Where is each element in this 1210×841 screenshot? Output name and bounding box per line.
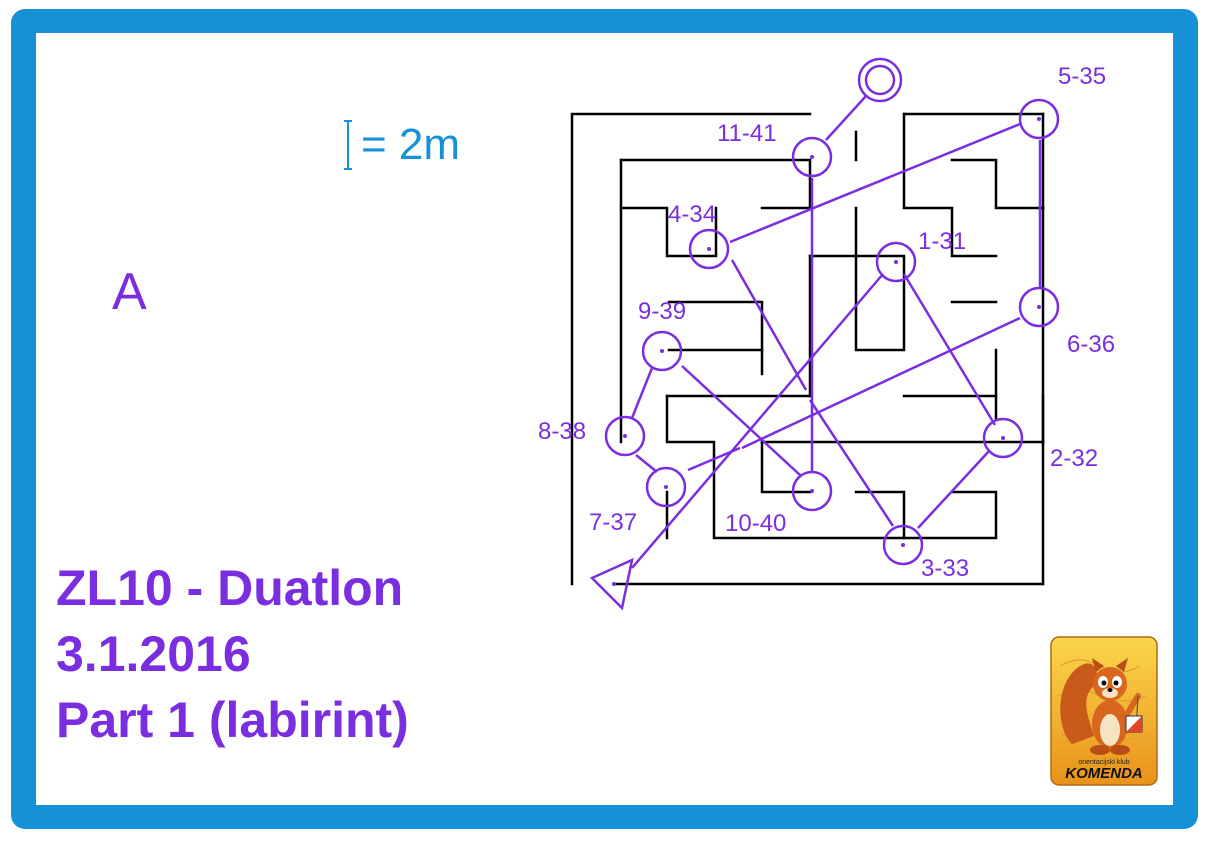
control-circles — [604, 98, 1060, 566]
finish-circle-icon — [857, 57, 903, 103]
event-part: Part 1 (labirint) — [56, 692, 409, 748]
control-circle-5 — [1018, 98, 1060, 140]
labyrinth-walls — [570, 112, 1045, 586]
control-circle-6 — [1018, 286, 1060, 328]
course-letter: A — [112, 263, 147, 321]
control-circle-11 — [791, 136, 833, 178]
scale-label: = 2m — [361, 120, 461, 169]
control-label-8: 8-38 — [538, 418, 586, 445]
control-circle-8 — [604, 415, 646, 457]
control-label-3: 3-33 — [921, 555, 969, 582]
control-label-6: 6-36 — [1067, 331, 1115, 358]
logo-club-name: KOMENDA — [1065, 765, 1143, 782]
control-circle-1 — [875, 241, 917, 283]
control-circle-2 — [982, 417, 1024, 459]
control-label-11: 11-41 — [717, 120, 777, 147]
control-label-7: 7-37 — [589, 509, 637, 536]
course-lines — [589, 57, 1042, 611]
control-circle-7 — [645, 466, 687, 508]
control-label-5: 5-35 — [1058, 63, 1106, 90]
scale-indicator: = 2m — [343, 118, 460, 172]
control-circle-3 — [882, 524, 924, 566]
control-label-4: 4-34 — [668, 201, 716, 228]
event-title: ZL10 - Duatlon — [56, 560, 404, 616]
control-circle-10 — [791, 470, 833, 512]
map-sheet — [36, 33, 1173, 805]
start-triangle-icon — [589, 557, 634, 611]
control-circle-9 — [641, 330, 683, 372]
scale-bar-icon — [344, 120, 352, 170]
control-label-2: 2-32 — [1050, 445, 1098, 472]
event-date: 3.1.2016 — [56, 626, 251, 682]
control-label-9: 9-39 — [638, 298, 686, 325]
control-label-10: 10-40 — [725, 510, 786, 537]
control-circle-4 — [688, 228, 730, 270]
control-label-1: 1-31 — [918, 228, 966, 255]
logo-club-text: orientacijski klub — [1078, 759, 1129, 766]
squirrel-orienteering-logo: orientacijski klub KOMENDA — [1050, 636, 1158, 786]
